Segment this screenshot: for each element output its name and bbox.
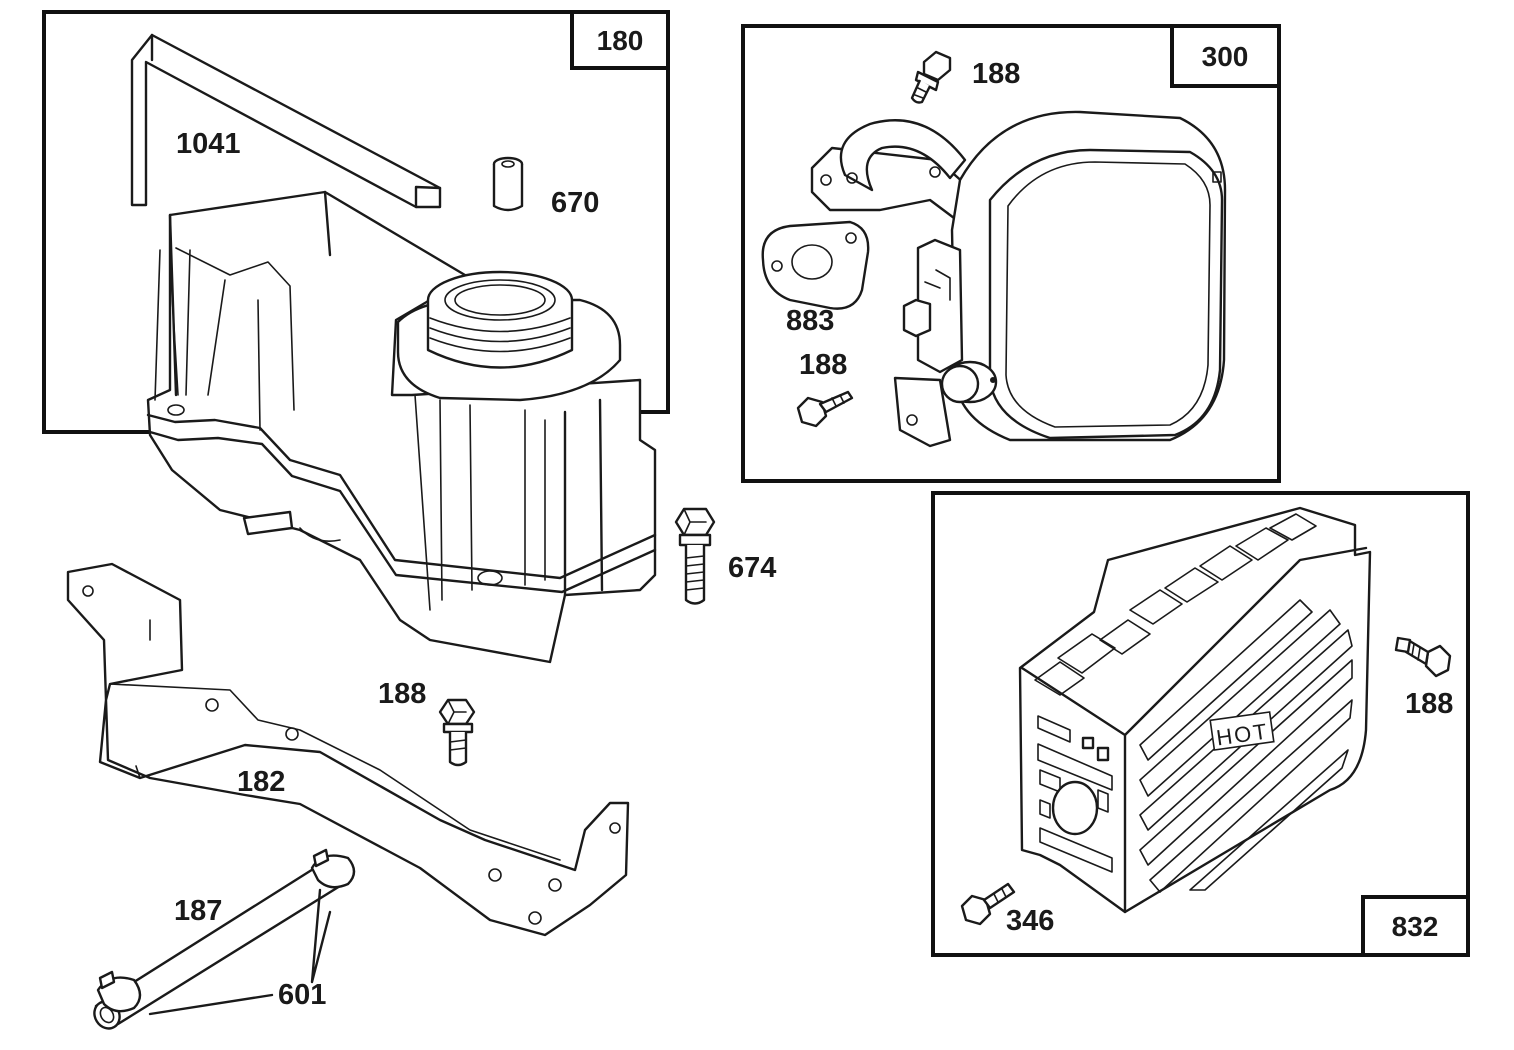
bolt-188-guard bbox=[1394, 636, 1452, 678]
label-187: 187 bbox=[174, 895, 222, 927]
group-180-frame: 180 bbox=[42, 10, 670, 434]
label-1041: 1041 bbox=[176, 128, 241, 160]
label-674: 674 bbox=[728, 552, 776, 584]
gasket-883 bbox=[761, 220, 870, 310]
group-832-label: 832 bbox=[1392, 911, 1439, 942]
label-188-guard: 188 bbox=[1405, 688, 1453, 720]
label-182: 182 bbox=[237, 766, 285, 798]
hose-clamp-upper bbox=[310, 848, 356, 889]
group-300-frame: 300 bbox=[741, 24, 1281, 483]
label-883: 883 bbox=[786, 305, 834, 337]
label-188-muffler-left: 188 bbox=[799, 349, 847, 381]
tank-bracket bbox=[66, 562, 630, 937]
dipstick-tube bbox=[130, 33, 442, 209]
label-601: 601 bbox=[278, 979, 326, 1011]
bolt-346 bbox=[960, 882, 1016, 926]
leader-601 bbox=[148, 888, 332, 1016]
bolt-188-muffler-top bbox=[910, 50, 952, 104]
group-300-label: 300 bbox=[1202, 41, 1249, 72]
label-188-bracket: 188 bbox=[378, 678, 426, 710]
label-346: 346 bbox=[1006, 905, 1054, 937]
group-832-frame: 832 bbox=[931, 491, 1470, 957]
fuel-tank bbox=[146, 190, 657, 664]
muffler-guard: HOT bbox=[1018, 506, 1372, 914]
bolt-674 bbox=[674, 507, 716, 605]
muffler bbox=[810, 110, 1227, 448]
label-670: 670 bbox=[551, 187, 599, 219]
group-180-label: 180 bbox=[597, 25, 644, 56]
hose-clamp-lower bbox=[96, 970, 142, 1013]
bolt-188-muffler-left bbox=[796, 390, 854, 428]
bushing bbox=[492, 156, 524, 212]
bolt-188-bracket bbox=[438, 698, 476, 767]
label-188-muffler-top: 188 bbox=[972, 58, 1020, 90]
